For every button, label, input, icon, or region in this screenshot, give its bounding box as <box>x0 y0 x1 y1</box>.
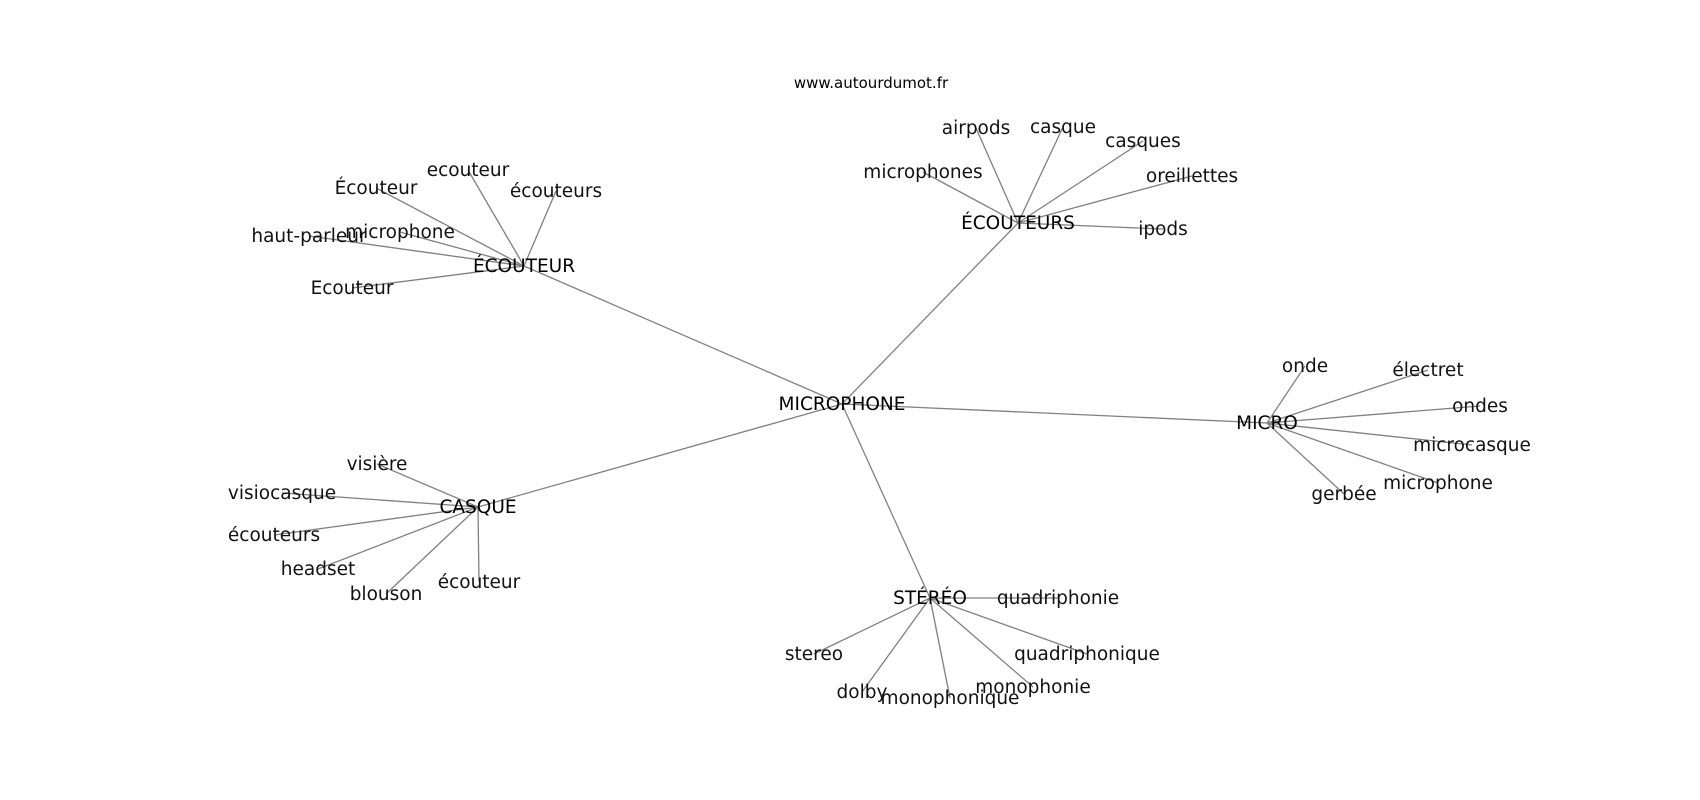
hub-node-label-stereo: STÉRÉO <box>893 587 967 609</box>
leaf-node-label: Écouteur <box>335 177 418 199</box>
site-watermark: www.autourdumot.fr <box>794 74 949 92</box>
edge-casque-leaf <box>317 506 479 570</box>
leaf-node-label: quadriphonie <box>997 588 1119 609</box>
leaf-node-label: ondes <box>1452 396 1508 417</box>
edge-ecouteurs-leaf <box>1017 222 1164 230</box>
edge-root-casque <box>477 403 843 508</box>
graph-edges <box>273 126 1481 699</box>
leaf-node-label: monophonique <box>881 688 1020 709</box>
leaf-node-label: stereo <box>785 644 843 665</box>
hub-node-label-ecouteurs: ÉCOUTEURS <box>961 212 1075 234</box>
leaf-node-label: casques <box>1105 131 1181 152</box>
edge-casque-leaf <box>281 492 479 508</box>
leaf-node-label: électret <box>1392 360 1463 381</box>
edge-ecouteurs-leaf <box>975 127 1019 224</box>
edge-casque-leaf <box>273 506 479 536</box>
edge-stereo-leaf <box>861 597 931 693</box>
leaf-node-label: visiocasque <box>228 483 336 504</box>
leaf-node-label: visière <box>347 454 408 475</box>
edge-casque-leaf <box>376 463 479 508</box>
edge-ecouteurs-leaf <box>922 171 1019 224</box>
leaf-node-label: quadriphonique <box>1014 644 1160 665</box>
edge-root-micro <box>841 403 1268 424</box>
edge-stereo-leaf <box>929 597 1088 655</box>
root-node-label: MICROPHONE <box>779 394 906 415</box>
edge-ecouteurs-leaf <box>1017 140 1144 224</box>
leaf-node-label: onde <box>1282 356 1328 377</box>
edge-casque-leaf <box>385 506 479 595</box>
hub-node-label-ecouteur: ÉCOUTEUR <box>473 255 575 277</box>
hub-node-label-casque: CASQUE <box>439 497 516 518</box>
edge-micro-leaf <box>1266 365 1306 424</box>
edge-casque-leaf <box>477 506 480 583</box>
leaf-node-label: Ecouteur <box>311 278 394 299</box>
edge-ecouteur-leaf <box>399 231 525 267</box>
leaf-node-label: écouteur <box>438 572 521 593</box>
edge-micro-leaf <box>1266 422 1345 495</box>
edge-micro-leaf <box>1266 369 1429 424</box>
leaf-node-label: headset <box>281 559 355 580</box>
leaf-node-label: écouteurs <box>228 525 320 546</box>
edge-micro-leaf <box>1266 422 1473 446</box>
leaf-node-label: blouson <box>350 584 423 605</box>
leaf-node-label: monophonie <box>975 677 1090 698</box>
edge-root-ecouteurs <box>841 222 1019 405</box>
leaf-node-label: haut-parleur <box>251 226 367 247</box>
leaf-node-label: microcasque <box>1413 435 1531 456</box>
leaf-node-label: airpods <box>942 118 1011 139</box>
edge-micro-leaf <box>1266 405 1481 424</box>
edge-root-stereo <box>841 403 931 599</box>
edge-ecouteurs-leaf <box>1017 175 1193 224</box>
leaf-node-label: casque <box>1030 117 1096 138</box>
leaf-node-label: microphones <box>863 162 982 183</box>
edge-ecouteur-leaf <box>308 235 525 267</box>
leaf-node-label: ecouteur <box>427 160 510 181</box>
leaf-node-label: écouteurs <box>510 181 602 202</box>
leaf-node-label: ipods <box>1138 219 1188 240</box>
edge-ecouteur-leaf <box>523 190 557 267</box>
edge-ecouteur-leaf <box>375 187 525 267</box>
edge-stereo-leaf <box>929 597 951 699</box>
graph-labels: www.autourdumot.fr MICROPHONE ÉCOUTEUR Éco… <box>228 74 1531 709</box>
leaf-node-label: gerbée <box>1311 484 1376 505</box>
edge-stereo-leaf <box>813 597 931 655</box>
leaf-node-label: microphone <box>345 222 455 243</box>
leaf-node-label: dolby <box>837 682 888 703</box>
edge-ecouteurs-leaf <box>1017 126 1064 224</box>
edge-ecouteur-leaf <box>467 169 525 267</box>
edge-stereo-leaf <box>929 597 1034 688</box>
edge-micro-leaf <box>1266 422 1439 484</box>
leaf-node-label: oreillettes <box>1146 166 1238 187</box>
edge-ecouteur-leaf <box>351 265 525 289</box>
edge-root-ecouteur <box>523 265 843 405</box>
hub-node-label-micro: MICRO <box>1236 413 1298 434</box>
leaf-node-label: microphone <box>1383 473 1493 494</box>
